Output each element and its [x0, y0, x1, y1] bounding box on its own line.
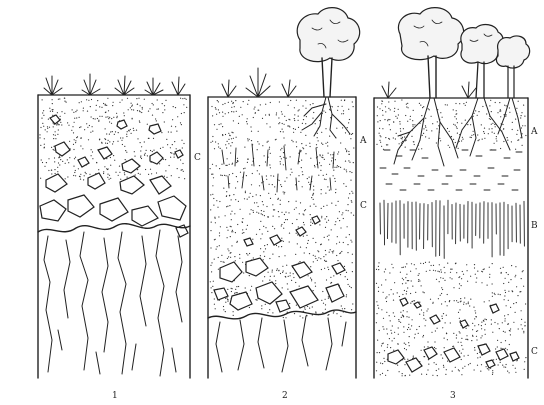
profile-number: 3 [450, 391, 456, 401]
stipple-zone [39, 98, 187, 181]
root-icon [302, 97, 350, 138]
tree-icon [496, 36, 529, 98]
root-icon [394, 98, 522, 166]
b-horizon-hatching [380, 200, 524, 258]
horizon-label: A [359, 136, 367, 146]
profile-number: 1 [112, 391, 118, 401]
tree-icon [398, 8, 463, 98]
stone-icon [214, 216, 345, 312]
profile-3: A B C 3 [374, 8, 538, 401]
grass-tuft-icon [222, 68, 296, 97]
horizon-label: B [531, 221, 538, 231]
stone-icon [388, 298, 519, 372]
profile-2: A C 2 [208, 8, 367, 401]
horizon-label: C [531, 347, 538, 357]
tree-icon [297, 8, 359, 97]
stone-icon [40, 115, 188, 237]
bedrock-crack-icon [216, 316, 346, 372]
profile-1: C 1 [38, 74, 201, 401]
bedrock-crack-icon [44, 230, 182, 376]
profile-number: 2 [282, 391, 288, 401]
dash-zone [380, 150, 522, 190]
horizon-label: C [360, 201, 367, 211]
streak-zone [222, 144, 334, 192]
horizon-label: C [194, 153, 201, 163]
grass-tuft-icon [44, 74, 185, 95]
horizon-label: A [530, 127, 538, 137]
